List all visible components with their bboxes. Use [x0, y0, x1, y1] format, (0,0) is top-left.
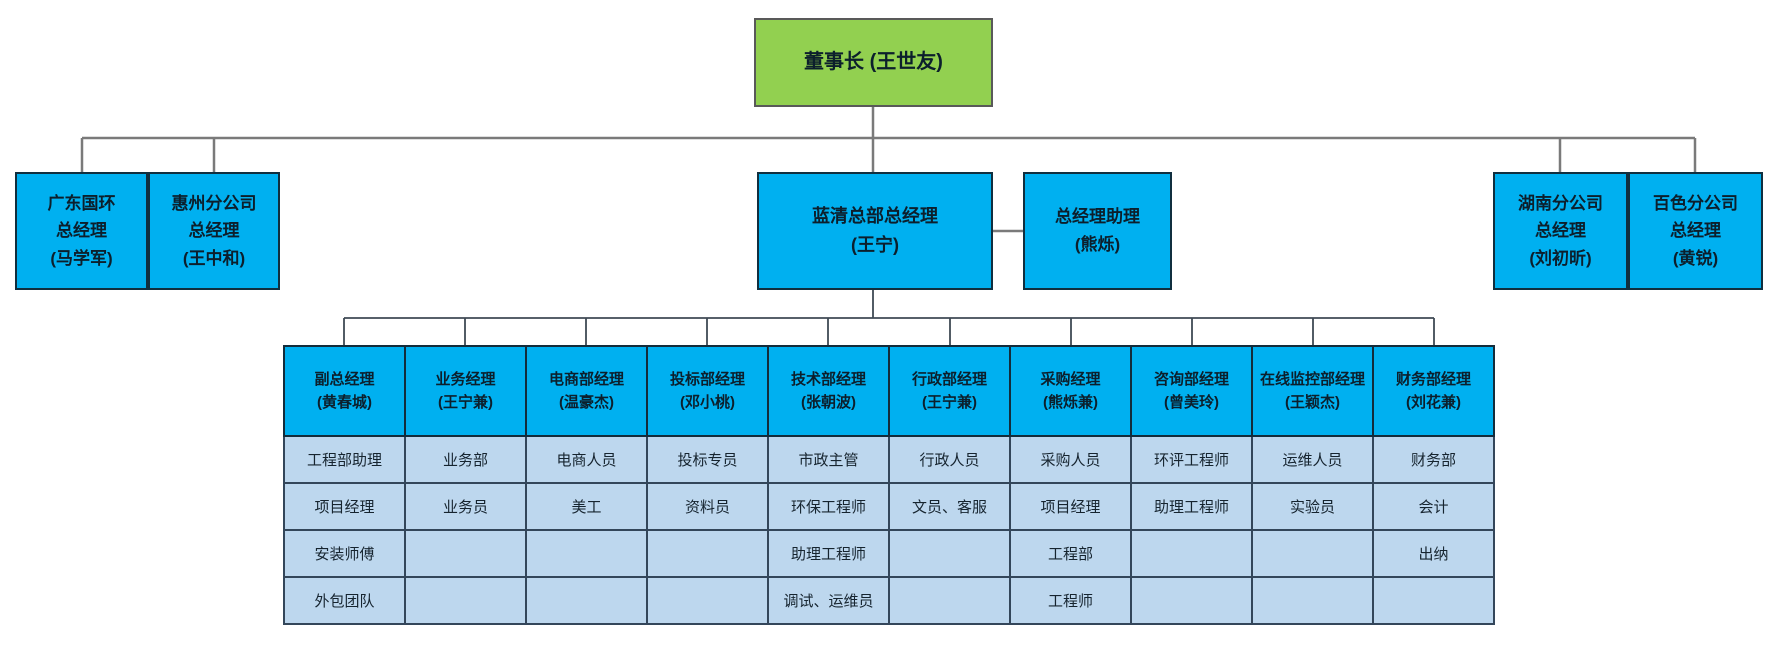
staff-cell: 会计 — [1372, 482, 1495, 531]
staff-cell: 行政人员 — [888, 435, 1011, 484]
staff-cell: 文员、客服 — [888, 482, 1011, 531]
departments-table: 副总经理 (黄春城) 业务经理 (王宁兼) 电商部经理 (温豪杰) 投标部经理 … — [283, 345, 1495, 625]
staff-cell — [525, 529, 648, 578]
staff-cell: 投标专员 — [646, 435, 769, 484]
staff-cell: 环保工程师 — [767, 482, 890, 531]
dept-header-procurement: 采购经理 (熊烁兼) — [1009, 345, 1132, 437]
staff-cell: 助理工程师 — [1130, 482, 1253, 531]
dept-header-online-monitoring: 在线监控部经理 (王颖杰) — [1251, 345, 1374, 437]
staff-cell — [1130, 576, 1253, 625]
staff-cell — [888, 576, 1011, 625]
staff-cell: 调试、运维员 — [767, 576, 890, 625]
staff-cell — [646, 576, 769, 625]
staff-cell — [1372, 576, 1495, 625]
staff-cell — [1251, 576, 1374, 625]
dept-header-ecommerce: 电商部经理 (温豪杰) — [525, 345, 648, 437]
branch-title: 总经理 — [188, 221, 240, 241]
branch-box-baise: 百色分公司 总经理 (黄锐) — [1628, 172, 1763, 290]
staff-cell: 工程部 — [1009, 529, 1132, 578]
branch-name: 惠州分公司 — [171, 193, 257, 213]
gm-assistant-box: 总经理助理 (熊烁) — [1023, 172, 1172, 290]
branch-person: (刘初昕) — [1529, 248, 1592, 268]
dept-header-finance: 财务部经理 (刘花兼) — [1372, 345, 1495, 437]
staff-cell: 美工 — [525, 482, 648, 531]
staff-row-2: 项目经理 业务员 美工 资料员 环保工程师 文员、客服 项目经理 助理工程师 实… — [283, 482, 1495, 531]
staff-cell — [525, 576, 648, 625]
staff-cell: 资料员 — [646, 482, 769, 531]
branch-box-hunan: 湖南分公司 总经理 (刘初昕) — [1493, 172, 1628, 290]
department-connectors — [343, 290, 1435, 345]
staff-cell — [1251, 529, 1374, 578]
staff-cell: 出纳 — [1372, 529, 1495, 578]
chairman-label: 董事长 (王世友) — [804, 51, 943, 74]
staff-cell — [404, 576, 527, 625]
staff-cell: 业务部 — [404, 435, 527, 484]
staff-cell: 运维人员 — [1251, 435, 1374, 484]
staff-cell — [646, 529, 769, 578]
staff-cell: 安装师傅 — [283, 529, 406, 578]
department-header-row: 副总经理 (黄春城) 业务经理 (王宁兼) 电商部经理 (温豪杰) 投标部经理 … — [283, 345, 1495, 437]
assistant-person: (熊烁) — [1074, 235, 1121, 254]
staff-cell — [888, 529, 1011, 578]
branch-name: 百色分公司 — [1653, 193, 1738, 213]
staff-row-4: 外包团队 调试、运维员 工程师 — [283, 576, 1495, 625]
chairman-box: 董事长 (王世友) — [754, 18, 993, 107]
dept-header-consulting: 咨询部经理 (曾美玲) — [1130, 345, 1253, 437]
staff-cell: 项目经理 — [283, 482, 406, 531]
branch-name: 广东国环 — [47, 193, 116, 213]
staff-cell: 工程师 — [1009, 576, 1132, 625]
staff-cell: 外包团队 — [283, 576, 406, 625]
hq-title: 蓝清总部总经理 — [812, 205, 938, 226]
staff-row-3: 安装师傅 助理工程师 工程部 出纳 — [283, 529, 1495, 578]
assistant-title: 总经理助理 — [1055, 207, 1140, 227]
branch-box-huizhou: 惠州分公司 总经理 (王中和) — [148, 172, 280, 290]
hq-person: (王宁) — [851, 235, 899, 255]
staff-cell: 业务员 — [404, 482, 527, 531]
dept-header-technology: 技术部经理 (张朝波) — [767, 345, 890, 437]
branch-person: (黄锐) — [1672, 248, 1719, 268]
staff-cell: 助理工程师 — [767, 529, 890, 578]
staff-cell: 采购人员 — [1009, 435, 1132, 484]
staff-cell: 电商人员 — [525, 435, 648, 484]
branch-title: 总经理 — [56, 221, 107, 241]
branch-box-guangdong-guohuan: 广东国环 总经理 (马学军) — [15, 172, 148, 290]
headquarters-gm-box: 蓝清总部总经理 (王宁) — [757, 172, 993, 290]
dept-header-business: 业务经理 (王宁兼) — [404, 345, 527, 437]
dept-header-deputy-gm: 副总经理 (黄春城) — [283, 345, 406, 437]
branch-name: 湖南分公司 — [1518, 193, 1603, 213]
staff-cell: 财务部 — [1372, 435, 1495, 484]
staff-cell — [1130, 529, 1253, 578]
staff-cell: 环评工程师 — [1130, 435, 1253, 484]
top-level-connectors — [80, 107, 1697, 233]
dept-header-bidding: 投标部经理 (邓小桃) — [646, 345, 769, 437]
branch-person: (王中和) — [182, 248, 246, 268]
staff-cell: 市政主管 — [767, 435, 890, 484]
dept-header-administration: 行政部经理 (王宁兼) — [888, 345, 1011, 437]
staff-cell: 项目经理 — [1009, 482, 1132, 531]
staff-row-1: 工程部助理 业务部 电商人员 投标专员 市政主管 行政人员 采购人员 环评工程师… — [283, 435, 1495, 484]
branch-person: (马学军) — [50, 248, 113, 268]
staff-cell: 工程部助理 — [283, 435, 406, 484]
branch-title: 总经理 — [1535, 221, 1586, 241]
branch-title: 总经理 — [1670, 221, 1721, 241]
staff-cell: 实验员 — [1251, 482, 1374, 531]
staff-cell — [404, 529, 527, 578]
